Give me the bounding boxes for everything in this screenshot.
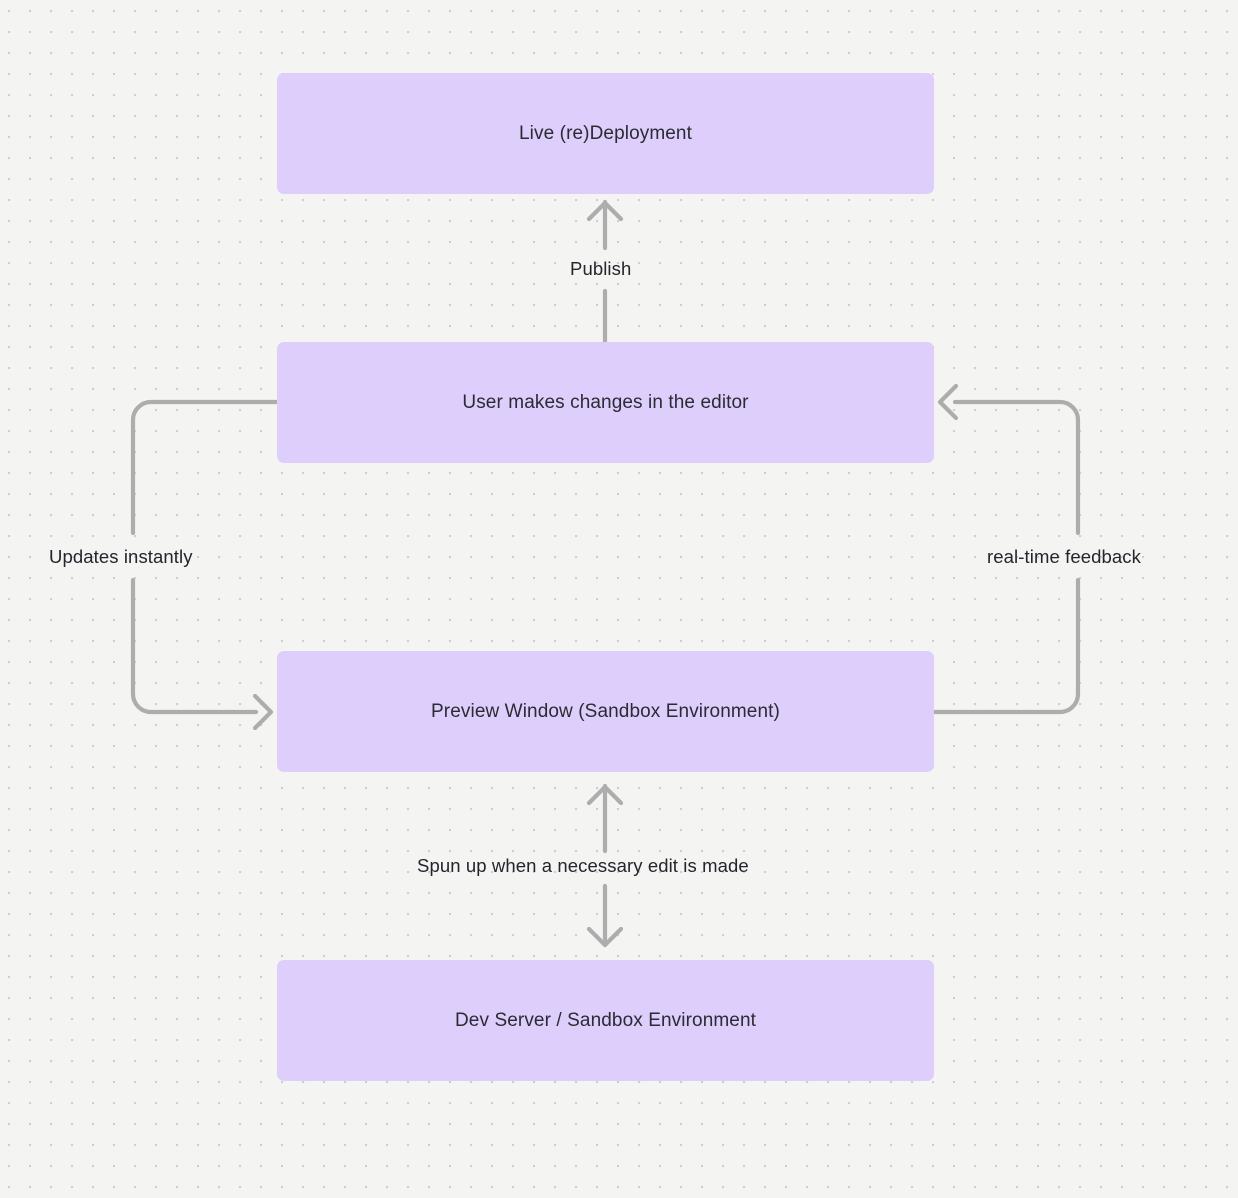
edge-label-publish: Publish xyxy=(570,258,632,279)
node-preview-window[interactable]: Preview Window (Sandbox Environment) xyxy=(277,651,934,772)
edge-label-updates-instantly: Updates instantly xyxy=(49,546,193,567)
node-label: Live (re)Deployment xyxy=(519,122,692,144)
edge-publish xyxy=(586,199,624,345)
edge-label-spun-up: Spun up when a necessary edit is made xyxy=(417,855,749,876)
arrowhead-down-spunup xyxy=(586,926,624,948)
arrowhead-up-spunup xyxy=(586,784,624,806)
arrowhead-up-publish xyxy=(586,200,624,222)
edge-real-time-feedback xyxy=(931,383,1081,715)
node-dev-server-sandbox[interactable]: Dev Server / Sandbox Environment xyxy=(277,960,934,1081)
node-label: User makes changes in the editor xyxy=(462,391,749,413)
edge-spun-up xyxy=(586,783,624,948)
node-live-redeployment[interactable]: Live (re)Deployment xyxy=(277,73,934,194)
node-label: Preview Window (Sandbox Environment) xyxy=(431,700,780,722)
edge-updates-instantly xyxy=(130,399,280,731)
arrowhead-left-feedback xyxy=(937,383,959,421)
edge-label-real-time-feedback: real-time feedback xyxy=(987,546,1141,567)
node-label: Dev Server / Sandbox Environment xyxy=(454,1009,756,1031)
node-user-makes-changes[interactable]: User makes changes in the editor xyxy=(277,342,934,463)
arrowhead-right-updates xyxy=(252,693,274,731)
